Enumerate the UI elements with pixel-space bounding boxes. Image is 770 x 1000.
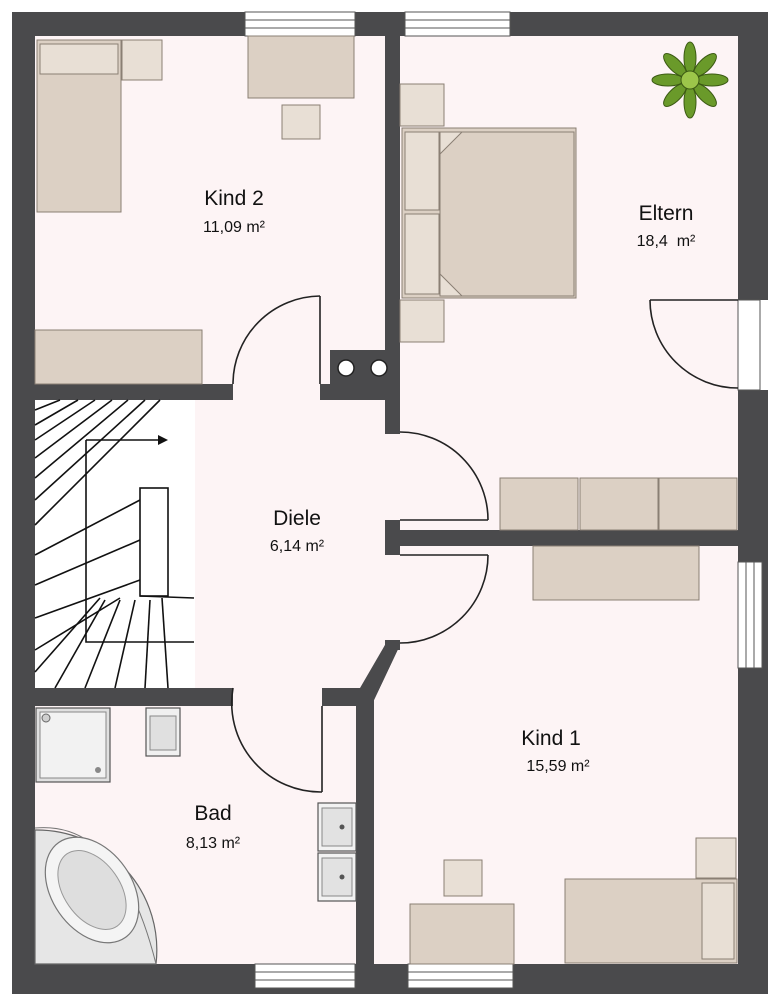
room-area-kind-1: 15,59 m² [526, 758, 590, 775]
window-bad [254, 963, 356, 989]
window-eltern [404, 11, 511, 37]
wardrobe-eltern-2 [579, 477, 659, 531]
staircase [34, 399, 195, 689]
room-name-kind-2: Kind 2 [204, 187, 264, 210]
chimney-icon [330, 350, 388, 384]
wardrobe-kind-1 [532, 545, 700, 601]
desk-kind-2 [247, 35, 355, 99]
nightstand-kind-1 [695, 837, 737, 879]
sink-icon [317, 802, 357, 902]
room-labels: Kind 2 11,09 m² Eltern 18,4 m² Diele 6,1… [186, 187, 696, 852]
bed-pillow-bottom [404, 213, 440, 295]
room-name-eltern: Eltern [639, 202, 694, 225]
room-name-bad: Bad [194, 802, 231, 825]
room-area-kind-2: 11,09 m² [203, 219, 266, 236]
furniture-kind-2 [34, 35, 355, 385]
nightstand-eltern-bottom [399, 299, 445, 343]
room-name-kind-1: Kind 1 [521, 727, 581, 750]
window-kind-2 [244, 11, 356, 37]
desk-kind-1 [409, 903, 515, 965]
chair-kind-1 [443, 859, 483, 897]
nightstand-eltern-top [399, 83, 445, 127]
chair-kind-2 [281, 104, 321, 140]
window-kind-1-side [737, 561, 763, 669]
door-kind-1 [385, 554, 489, 644]
interior-walls [35, 12, 770, 964]
wardrobe-kind-2 [34, 329, 203, 385]
eltern-exterior-door [649, 299, 761, 391]
doors [230, 295, 489, 793]
room-name-diele: Diele [273, 507, 321, 530]
furniture-kind-1 [409, 545, 738, 965]
bathroom-fixtures [34, 707, 357, 965]
room-area-eltern: 18,4 m² [637, 233, 696, 250]
pillow-kind-1 [701, 882, 735, 960]
door-kind-2 [232, 295, 321, 400]
wardrobe-eltern-3 [658, 477, 738, 531]
bathtub-icon [34, 827, 158, 965]
blanket-fold-top [439, 131, 464, 156]
blanket-fold-bottom [439, 272, 464, 297]
room-area-bad: 8,13 m² [186, 835, 241, 852]
door-eltern [385, 431, 489, 521]
nightstand-kind-2 [121, 39, 163, 81]
pillow-kind-2 [39, 43, 119, 75]
wardrobe-eltern-1 [499, 477, 579, 531]
room-area-diele: 6,14 m² [270, 538, 325, 555]
shower-icon [35, 707, 111, 783]
door-bad [230, 687, 323, 793]
plant-icon [651, 41, 729, 119]
window-kind-1-bottom [407, 963, 514, 989]
furniture-eltern [399, 83, 738, 531]
toilet-icon [145, 707, 181, 757]
bed-pillow-top [404, 131, 440, 211]
blanket [439, 131, 575, 297]
